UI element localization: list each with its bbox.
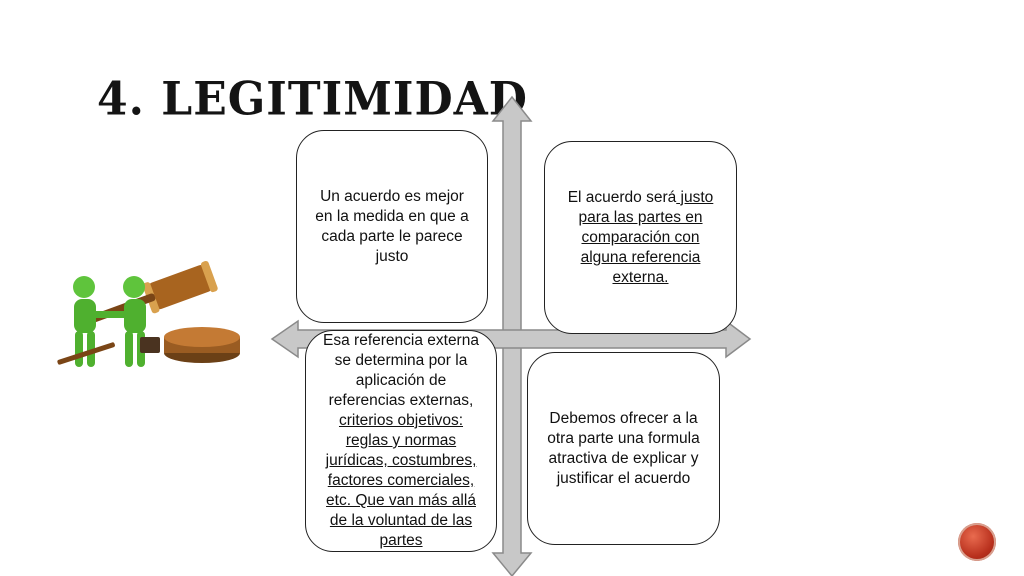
box-top-right: El acuerdo será justo para las partes en…	[544, 141, 737, 334]
box-top-right-text: El acuerdo será justo para las partes en…	[559, 188, 722, 288]
handshake-gavel-illustration	[52, 225, 242, 385]
box-bottom-right-text: Debemos ofrecer a la otra parte una form…	[547, 409, 700, 487]
box-top-left-text: Un acuerdo es mejor en la medida en que …	[315, 187, 469, 265]
box-bottom-left-text-2: criterios objetivos: reglas y normas jur…	[325, 412, 477, 549]
nav-button-icon[interactable]	[958, 523, 996, 561]
box-bottom-left: Esa referencia externa se determina por …	[305, 330, 497, 552]
box-top-right-text-2: justo para las partes en comparación con	[578, 188, 714, 246]
slide-title: 4. LEGITIMIDAD	[97, 72, 528, 127]
box-top-right-text-1: El acuerdo será	[567, 188, 677, 206]
box-top-right-text-3: alguna referencia externa.	[580, 248, 701, 286]
box-bottom-left-text-1: Esa referencia externa se determina por …	[323, 332, 479, 409]
box-top-left: Un acuerdo es mejor en la medida en que …	[296, 130, 488, 323]
box-bottom-left-text: Esa referencia externa se determina por …	[320, 331, 482, 551]
box-bottom-right: Debemos ofrecer a la otra parte una form…	[527, 352, 720, 545]
